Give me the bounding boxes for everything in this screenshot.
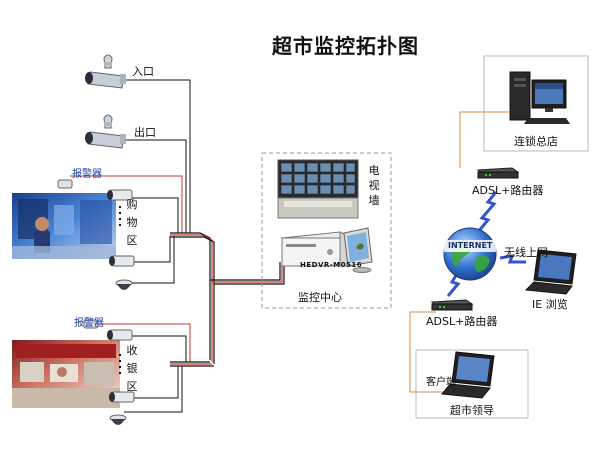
supermarket-leader-label: 超市领导 [450, 404, 494, 417]
alarm-label-2: 报警器 [74, 318, 104, 329]
lightning-top [476, 191, 498, 233]
router-top-label: ADSL+路由器 [472, 184, 544, 197]
wireless-label: 无线上网 [504, 246, 548, 259]
wire-alarm-1 [70, 175, 183, 233]
wire-exit [120, 139, 187, 233]
client-laptop [441, 351, 495, 399]
ie-laptop [524, 249, 577, 295]
cashier-bullets [119, 354, 121, 374]
exit-camera-icon [85, 114, 126, 149]
cash-box-camera-2 [109, 391, 135, 403]
cashier-area-photo [12, 340, 120, 408]
wire-cash-dome [124, 366, 183, 413]
shop-dome-camera [115, 279, 133, 290]
diagram-title: 超市监控拓扑图 [272, 34, 419, 58]
video-wall-label: 电视墙 [368, 164, 380, 207]
wire-cash-cam-1 [128, 335, 187, 362]
cash-dome-camera [109, 414, 127, 425]
shop-box-camera-1 [107, 189, 133, 201]
shop-box-camera-2 [109, 255, 135, 267]
entrance-camera-icon [85, 54, 126, 89]
lightning-bottom [446, 271, 461, 297]
monitoring-center-label: 监控中心 [298, 291, 342, 304]
shopping-bullets [119, 206, 121, 226]
lightning-right [499, 254, 526, 264]
lcd-monitor [343, 227, 373, 273]
router-top [476, 167, 520, 179]
wire-shop-cam-1 [128, 197, 179, 233]
internet-label: INTERNET [448, 241, 493, 250]
video-wall [277, 159, 359, 219]
alarm-label-1: 报警器 [72, 169, 102, 180]
wire-shop-cam-2 [128, 236, 171, 263]
trunk-bundles [170, 232, 285, 367]
client-label: 客户端 [426, 377, 456, 388]
exit-label: 出口 [134, 126, 156, 139]
entrance-label: 入口 [132, 65, 154, 78]
router-bottom-label: ADSL+路由器 [426, 315, 498, 328]
wire-alarm-2 [90, 323, 191, 362]
camera-wiring [70, 79, 191, 413]
ie-browse-label: IE 浏览 [532, 298, 568, 311]
internet-globe [443, 227, 497, 281]
hq-computer [509, 71, 570, 124]
router-bottom [430, 299, 474, 311]
alarm-device-1 [57, 179, 73, 189]
wire-hq [459, 111, 510, 168]
wire-shop-dome [126, 236, 175, 284]
shopping-area-photo [12, 193, 116, 259]
wire-entrance [120, 79, 191, 233]
client-box [415, 349, 529, 419]
dvr-model-label: HEDVR-M0516 [300, 261, 363, 269]
cashier-zone-label: 收银区 [126, 344, 138, 393]
wire-client [409, 311, 448, 393]
cash-box-camera-1 [107, 329, 133, 341]
alarm-device-2 [83, 319, 99, 329]
monitoring-center-box [261, 152, 392, 309]
hq-label: 连锁总店 [514, 135, 558, 148]
hq-box [483, 55, 589, 152]
wire-cash-cam-2 [128, 366, 179, 399]
shopping-zone-label: 购物区 [126, 198, 138, 247]
